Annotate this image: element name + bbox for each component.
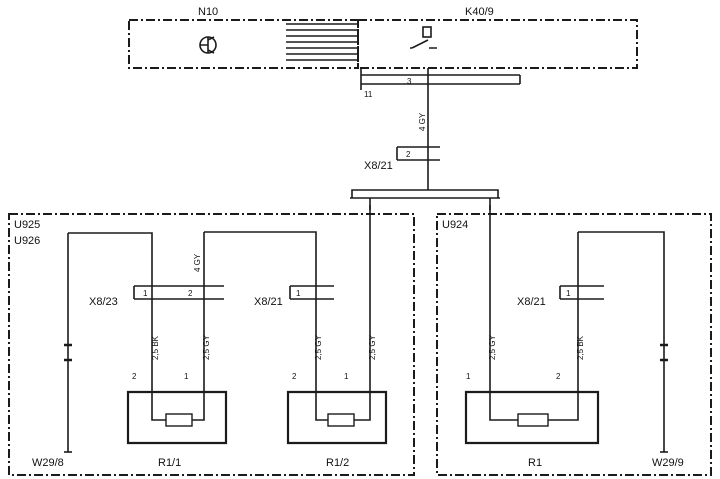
n10-module: N10 (128, 6, 359, 69)
k40-pin-label: 3 (407, 77, 412, 86)
left-module: U925 U926 (8, 213, 415, 476)
x8-21-right-connector: 1 X8/21 (517, 285, 604, 308)
u926-label: U926 (14, 235, 40, 247)
r1-label: R1 (528, 457, 542, 469)
k40-ground-label: 11 (364, 90, 373, 99)
k40-9-module: K40/9 (357, 6, 638, 69)
r1-1-label: R1/1 (158, 457, 181, 469)
left-gy-label: 4 GY (193, 253, 202, 272)
x8-21-right-label: X8/21 (517, 296, 546, 308)
r1-1-pin2: 2 (132, 372, 137, 381)
gy2-label: 2,5 GY (314, 334, 323, 360)
w29-9-label: W29/9 (652, 457, 684, 469)
x8-21-left-connector: 1 X8/21 (254, 285, 334, 308)
x8-21-right-pin: 1 (566, 289, 571, 298)
x8-23-connector: 1 2 X8/23 (89, 285, 224, 308)
r1-2-pin2: 2 (292, 372, 297, 381)
x8-21-top-pin: 2 (406, 150, 411, 159)
u924-label: U924 (442, 219, 468, 231)
bk1-label: 2,5 BK (151, 335, 160, 360)
gy4-label: 2,5 GY (488, 334, 497, 360)
x8-21-top-label: X8/21 (364, 160, 393, 172)
relay-coil-icon (422, 26, 432, 38)
x8-21-left-pin: 1 (296, 289, 301, 298)
ribbon-cable (286, 23, 358, 61)
r1-2-label: R1/2 (326, 457, 349, 469)
r1-1-pin1: 1 (184, 372, 189, 381)
r1-2-pin1: 1 (344, 372, 349, 381)
main-vertical-wire: 4 GY (418, 68, 429, 190)
resistor-icon (517, 413, 549, 427)
x8-21-left-label: X8/21 (254, 296, 283, 308)
x8-21-top-connector: 2 X8/21 (364, 146, 440, 172)
x8-23-pin2: 2 (188, 289, 193, 298)
k40-connector: 3 11 (360, 68, 521, 99)
resistor-icon (327, 413, 355, 427)
r1-pin1: 1 (466, 372, 471, 381)
top-wire-label: 4 GY (418, 112, 427, 131)
left-wires: W29/8 (32, 205, 371, 469)
r1-heater: 1 2 R1 (464, 372, 600, 469)
bk2-label: 2,5 BK (576, 335, 585, 360)
right-module: U924 (436, 213, 712, 476)
gy1-label: 2,5 GY (202, 334, 211, 360)
n10-label: N10 (198, 6, 218, 18)
right-wires: W29/9 (489, 205, 684, 469)
resistor-icon (165, 413, 193, 427)
r1-1-heater: 2 1 R1/1 (126, 372, 228, 469)
r1-2-heater: 2 1 R1/2 (286, 372, 388, 469)
x8-23-pin1: 1 (143, 289, 148, 298)
relay-contact-icon (410, 39, 437, 49)
u925-label: U925 (14, 219, 40, 231)
x8-23-label: X8/23 (89, 296, 118, 308)
w29-8-label: W29/8 (32, 457, 64, 469)
k40-9-label: K40/9 (465, 6, 494, 18)
splice (350, 189, 500, 210)
r1-pin2: 2 (556, 372, 561, 381)
gy3-label: 2,5 GY (368, 334, 377, 360)
